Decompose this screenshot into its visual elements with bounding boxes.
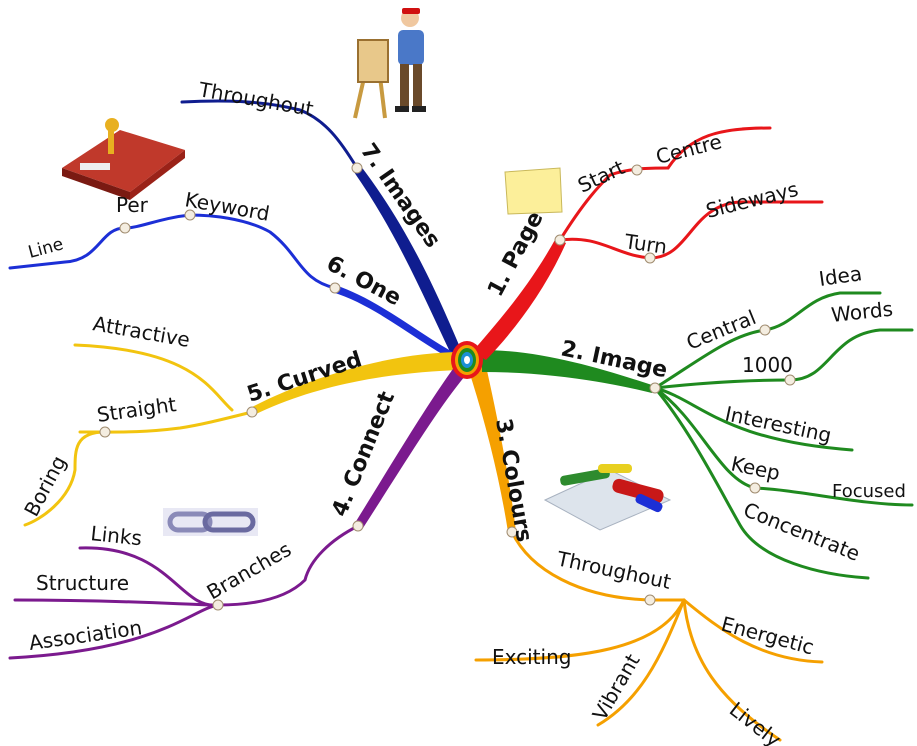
crayons-icon xyxy=(543,464,672,531)
child-concentrate[interactable]: Concentrate xyxy=(740,497,863,565)
child-start[interactable]: Start xyxy=(574,155,629,197)
child-throughout-colours[interactable]: Throughout xyxy=(554,546,673,594)
child-1000[interactable]: 1000 xyxy=(742,353,793,377)
branch-title-connect[interactable]: 4. Connect xyxy=(327,388,400,521)
key-book-icon xyxy=(62,118,185,200)
child-exciting[interactable]: Exciting xyxy=(492,645,571,669)
child-sideways[interactable]: Sideways xyxy=(703,177,800,223)
branch-curved[interactable] xyxy=(250,352,462,416)
branch-image[interactable] xyxy=(482,350,652,393)
branch-page[interactable] xyxy=(472,238,566,360)
child-boring[interactable]: Boring xyxy=(19,452,71,521)
child-per[interactable]: Per xyxy=(116,193,149,217)
child-throughout-images[interactable]: Throughout xyxy=(196,77,315,121)
yellow-paper-icon xyxy=(504,167,563,215)
child-links[interactable]: Links xyxy=(89,521,143,550)
branch-connect[interactable] xyxy=(355,362,470,528)
branch-colours[interactable] xyxy=(468,366,516,532)
child-keyword[interactable]: Keyword xyxy=(183,187,271,225)
chain-link-icon xyxy=(163,508,258,536)
child-structure[interactable]: Structure xyxy=(36,571,129,595)
child-line[interactable]: Line xyxy=(26,234,65,262)
child-turn[interactable]: Turn xyxy=(622,229,668,259)
branch-one[interactable] xyxy=(332,285,460,362)
branch-title-colours[interactable]: 3. Colours xyxy=(490,417,536,544)
child-words[interactable]: Words xyxy=(830,297,894,327)
branch-images[interactable] xyxy=(354,165,462,356)
child-straight[interactable]: Straight xyxy=(95,392,178,427)
child-lively[interactable]: Lively xyxy=(725,697,786,746)
connector-dots xyxy=(99,162,796,611)
child-idea[interactable]: Idea xyxy=(817,261,863,291)
central-brain-icon xyxy=(451,341,483,379)
painter-easel-icon xyxy=(353,8,426,119)
child-focused[interactable]: Focused xyxy=(832,481,906,502)
child-centre[interactable]: Centre xyxy=(653,129,724,168)
